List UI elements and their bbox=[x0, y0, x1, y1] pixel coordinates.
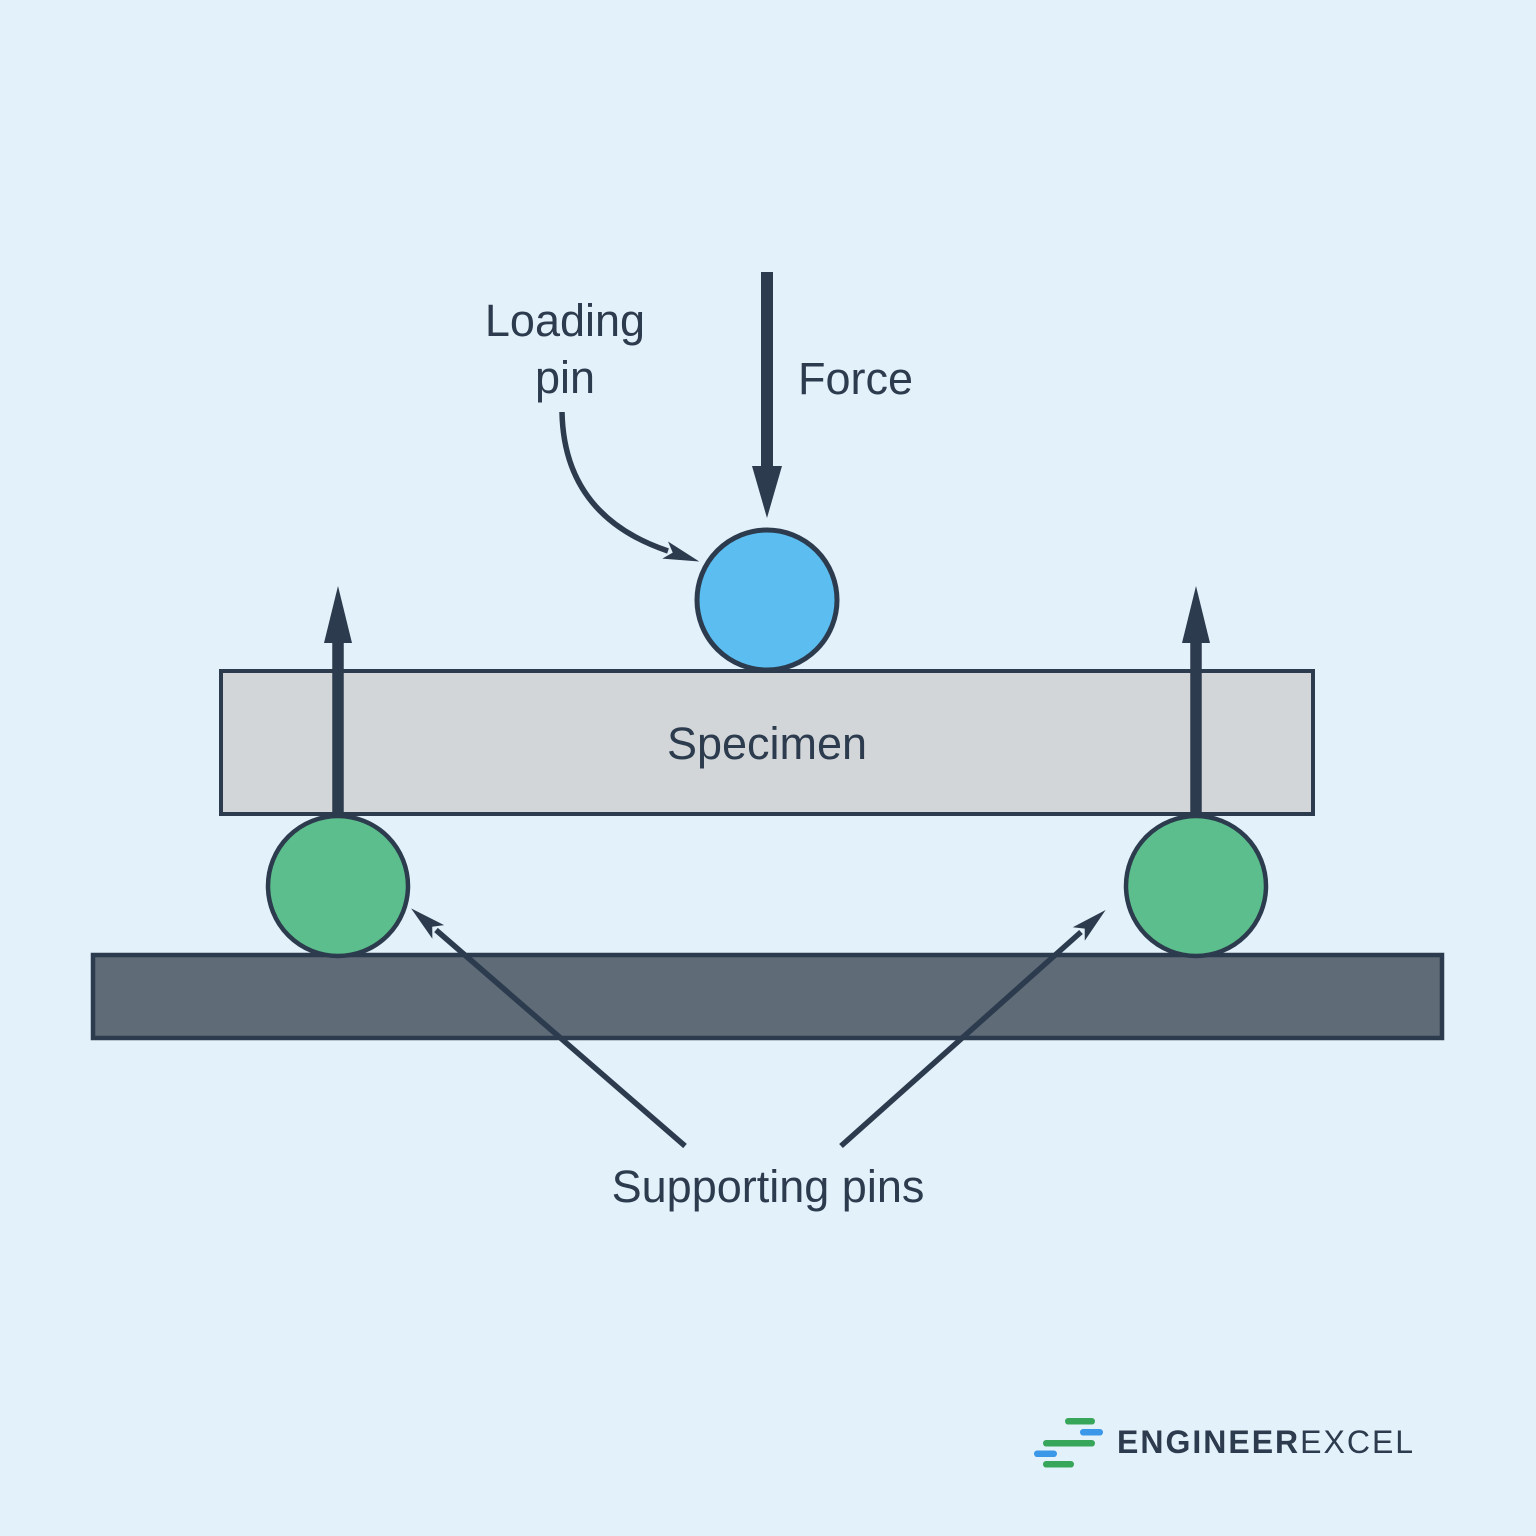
supporting-pin-left-circle bbox=[265, 813, 411, 959]
specimen-label: Specimen bbox=[667, 718, 867, 769]
logo-bar-blue-1 bbox=[1080, 1429, 1103, 1436]
supporting-pins-label: Supporting pins bbox=[612, 1161, 925, 1212]
engineerexcel-logo: ENGINEEREXCEL bbox=[1034, 1418, 1415, 1468]
logo-bar-green-2 bbox=[1043, 1440, 1095, 1447]
reaction-arrow-right bbox=[1182, 586, 1210, 818]
engineerexcel-logo-text: ENGINEEREXCEL bbox=[1117, 1424, 1415, 1460]
loading-pin-pointer-arrow bbox=[559, 411, 700, 562]
specimen-bar bbox=[219, 669, 1315, 816]
loading-pin-circle bbox=[694, 527, 840, 673]
ground-base-bar bbox=[90, 952, 1445, 1041]
supporting-pin-right-circle bbox=[1123, 813, 1269, 959]
supporting-pins-pointer-left bbox=[411, 908, 687, 1149]
force-arrow-head-icon bbox=[752, 466, 782, 518]
logo-bar-green-3 bbox=[1043, 1461, 1074, 1468]
reaction-arrow-left-head-icon bbox=[324, 586, 352, 643]
logo-text-engineer: ENGINEER bbox=[1117, 1424, 1300, 1460]
logo-bar-green-1 bbox=[1065, 1418, 1095, 1425]
supporting-pins-pointer-right bbox=[839, 910, 1106, 1149]
loading-pin-label-line2: pin bbox=[535, 352, 595, 403]
engineerexcel-logo-icon bbox=[1034, 1418, 1103, 1468]
logo-bar-blue-2 bbox=[1034, 1450, 1057, 1457]
force-arrow bbox=[752, 272, 782, 518]
reaction-arrow-right-head-icon bbox=[1182, 586, 1210, 643]
loading-pin-label-line1: Loading bbox=[485, 295, 645, 346]
logo-text-excel: EXCEL bbox=[1300, 1424, 1415, 1460]
reaction-arrow-left bbox=[324, 586, 352, 818]
force-label: Force bbox=[798, 353, 913, 404]
